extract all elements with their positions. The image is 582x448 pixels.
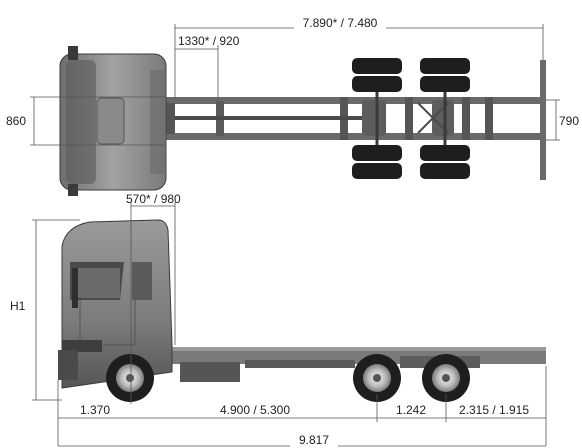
- dimension-labels: 7.890* / 7.480 1330* / 920 860 790 570* …: [6, 15, 579, 448]
- front-wheel: [106, 354, 154, 402]
- overall-frame-label: 7.890* / 7.480: [303, 16, 378, 30]
- front-offset-top-label: 1330* / 920: [178, 34, 240, 48]
- top-cab: [59, 46, 167, 196]
- top-rear-wheels: [352, 58, 470, 179]
- front-overhang-label: 1.370: [80, 403, 110, 417]
- side-view: [58, 219, 546, 402]
- top-frame: [165, 60, 546, 180]
- side-cab: [58, 219, 173, 389]
- front-track-label: 860: [6, 114, 26, 128]
- top-view: [59, 46, 546, 196]
- rear-wheel-1: [353, 354, 401, 402]
- height-label: H1: [10, 299, 26, 313]
- rear-wheel-2: [422, 354, 470, 402]
- overall-length-label: 9.817: [299, 433, 329, 447]
- side-frame: [160, 347, 546, 382]
- wheelbase-label: 4.900 / 5.300: [220, 403, 290, 417]
- rear-frame-width-label: 790: [559, 114, 579, 128]
- rear-overhang-label: 2.315 / 1.915: [459, 403, 529, 417]
- axle-spacing-label: 1.242: [396, 403, 426, 417]
- front-offset-side-label: 570* / 980: [126, 192, 181, 206]
